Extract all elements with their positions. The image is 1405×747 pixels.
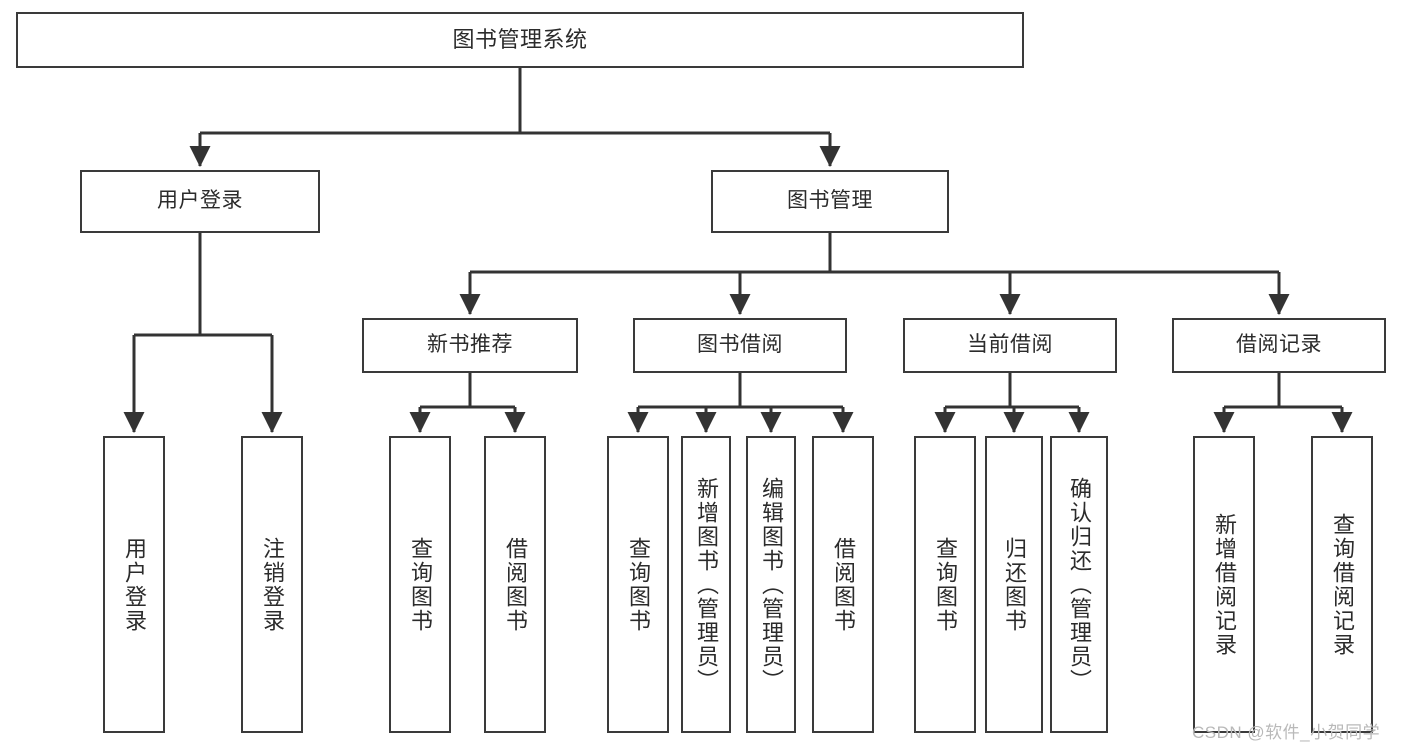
node-leaf-query-book-bw-label: 查询图书 bbox=[625, 536, 651, 633]
node-leaf-edit-book-admin-label: 编辑图书（管理员） bbox=[758, 476, 784, 693]
node-root-label: 图书管理系统 bbox=[452, 27, 588, 53]
node-leaf-borrow-book-bw-label: 借阅图书 bbox=[830, 536, 856, 633]
node-leaf-add-borrow-record-label: 新增借阅记录 bbox=[1211, 512, 1237, 657]
node-book-borrow[interactable]: 图书借阅 bbox=[633, 318, 847, 373]
node-leaf-confirm-return-admin-label: 确认归还（管理员） bbox=[1066, 476, 1092, 693]
node-leaf-query-book-cur-label: 查询图书 bbox=[932, 536, 958, 633]
node-user-login[interactable]: 用户登录 bbox=[80, 170, 320, 233]
node-borrow-record-label: 借阅记录 bbox=[1236, 333, 1322, 357]
csdn-watermark: CSDN @软件_小贺同学 bbox=[1192, 723, 1381, 742]
node-leaf-add-book-admin-label: 新增图书（管理员） bbox=[693, 476, 719, 693]
node-current-borrow[interactable]: 当前借阅 bbox=[903, 318, 1117, 373]
node-leaf-query-book-bw[interactable]: 查询图书 bbox=[607, 436, 669, 733]
node-leaf-query-borrow-record-label: 查询借阅记录 bbox=[1329, 512, 1355, 657]
node-leaf-query-borrow-record[interactable]: 查询借阅记录 bbox=[1311, 436, 1373, 733]
node-book-manage[interactable]: 图书管理 bbox=[711, 170, 949, 233]
node-leaf-add-borrow-record[interactable]: 新增借阅记录 bbox=[1193, 436, 1255, 733]
node-root[interactable]: 图书管理系统 bbox=[16, 12, 1024, 68]
node-leaf-query-book-rec[interactable]: 查询图书 bbox=[389, 436, 451, 733]
node-borrow-record[interactable]: 借阅记录 bbox=[1172, 318, 1386, 373]
node-leaf-borrow-book-rec-label: 借阅图书 bbox=[502, 536, 528, 633]
node-leaf-add-book-admin[interactable]: 新增图书（管理员） bbox=[681, 436, 731, 733]
node-leaf-user-login[interactable]: 用户登录 bbox=[103, 436, 165, 733]
node-leaf-user-logout-label: 注销登录 bbox=[259, 536, 285, 633]
node-new-book-recommend-label: 新书推荐 bbox=[427, 333, 513, 357]
node-leaf-return-book-label: 归还图书 bbox=[1001, 536, 1027, 633]
node-current-borrow-label: 当前借阅 bbox=[967, 333, 1053, 357]
node-leaf-user-login-label: 用户登录 bbox=[121, 536, 147, 633]
node-book-manage-label: 图书管理 bbox=[787, 189, 873, 213]
node-leaf-query-book-rec-label: 查询图书 bbox=[407, 536, 433, 633]
node-leaf-query-book-cur[interactable]: 查询图书 bbox=[914, 436, 976, 733]
node-leaf-confirm-return-admin[interactable]: 确认归还（管理员） bbox=[1050, 436, 1108, 733]
node-leaf-user-logout[interactable]: 注销登录 bbox=[241, 436, 303, 733]
node-leaf-return-book[interactable]: 归还图书 bbox=[985, 436, 1043, 733]
node-leaf-borrow-book-rec[interactable]: 借阅图书 bbox=[484, 436, 546, 733]
node-user-login-label: 用户登录 bbox=[157, 189, 243, 213]
node-new-book-recommend[interactable]: 新书推荐 bbox=[362, 318, 578, 373]
node-leaf-borrow-book-bw[interactable]: 借阅图书 bbox=[812, 436, 874, 733]
node-book-borrow-label: 图书借阅 bbox=[697, 333, 783, 357]
node-leaf-edit-book-admin[interactable]: 编辑图书（管理员） bbox=[746, 436, 796, 733]
